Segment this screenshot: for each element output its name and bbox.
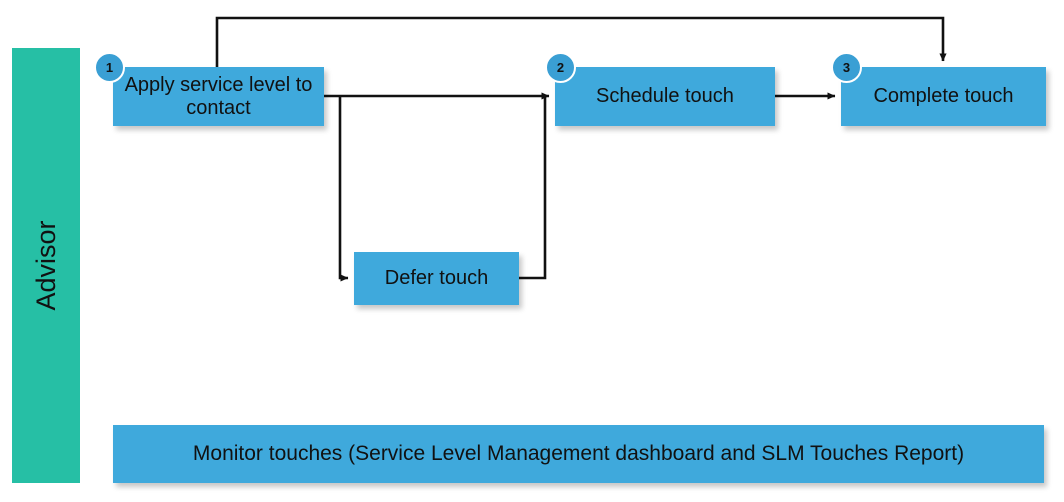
process-box-label: Monitor touches (Service Level Managemen… bbox=[192, 441, 965, 465]
process-box-label: Complete touch bbox=[873, 85, 1014, 107]
process-box-apply-service-level[interactable]: Apply service level to contact bbox=[113, 67, 324, 126]
process-box-label: Schedule touch bbox=[596, 85, 734, 107]
swimlane-label: Advisor bbox=[31, 220, 61, 311]
connector-apply-to-defer bbox=[338, 96, 349, 282]
process-box-defer-touch[interactable]: Defer touch bbox=[354, 252, 519, 305]
process-box-monitor-touches[interactable]: Monitor touches (Service Level Managemen… bbox=[113, 425, 1044, 483]
step-badge-3: 3 bbox=[831, 52, 862, 83]
connector-defer-to-schedule bbox=[519, 96, 547, 280]
process-box-label: Apply service level to contact bbox=[124, 73, 313, 119]
step-badge-2: 2 bbox=[545, 52, 576, 83]
process-box-label: Defer touch bbox=[384, 267, 489, 289]
process-box-complete-touch[interactable]: Complete touch bbox=[841, 67, 1046, 126]
step-badge-number: 3 bbox=[842, 60, 851, 75]
process-box-schedule-touch[interactable]: Schedule touch bbox=[555, 67, 775, 126]
swimlane-advisor: Advisor bbox=[12, 48, 80, 483]
step-badge-number: 2 bbox=[556, 60, 565, 75]
step-badge-1: 1 bbox=[94, 52, 125, 83]
step-badge-number: 1 bbox=[105, 60, 114, 75]
